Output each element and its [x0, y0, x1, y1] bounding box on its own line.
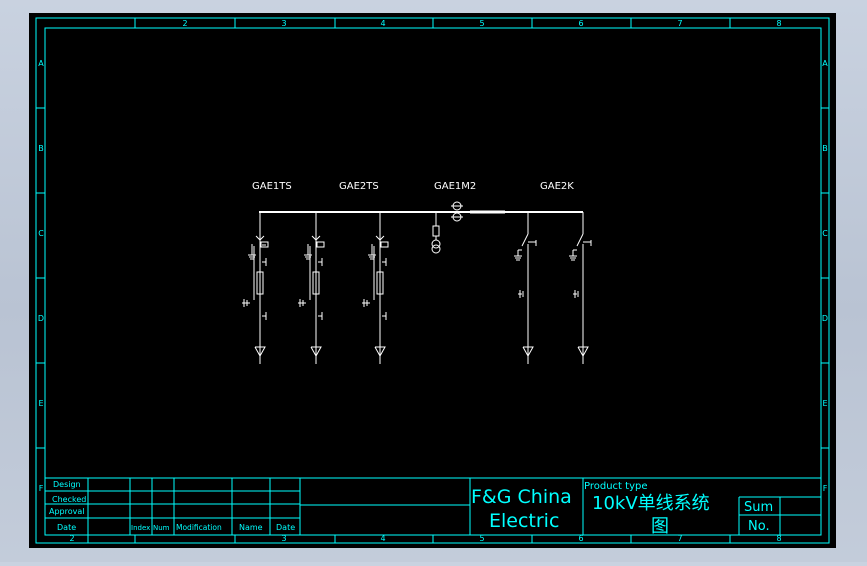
single-line-diagram	[242, 201, 592, 364]
feeder-label-3: GAE1M2	[434, 181, 476, 192]
footer-name-label: Name	[239, 523, 263, 532]
company-line-2: Electric	[489, 510, 559, 532]
bottom-zone-number: 4	[380, 534, 385, 543]
left-zone-letter: C	[38, 229, 44, 238]
product-type-label: Product type	[584, 481, 648, 492]
left-zone-letter: D	[38, 314, 44, 323]
right-zone-letter: A	[822, 59, 828, 68]
metering-section	[431, 201, 505, 254]
bottom-zone-number: 5	[479, 534, 484, 543]
left-zone-letter: A	[38, 59, 44, 68]
right-zone-letter: D	[822, 314, 828, 323]
top-zone-number: 6	[578, 19, 583, 28]
checked-label: Checked	[52, 495, 86, 504]
frame-ticks	[36, 18, 829, 543]
left-zone-letter: F	[39, 484, 44, 493]
feeder-label-4: GAE2K	[540, 181, 574, 192]
right-zone-letter: C	[822, 229, 828, 238]
feeder-label-1: GAE1TS	[252, 181, 292, 192]
company-line-1: F&G China	[471, 486, 572, 508]
feeder-labels: GAE1TS GAE2TS GAE1M2 GAE2K	[252, 181, 574, 192]
top-zone-number: 4	[380, 19, 385, 28]
title-block	[44, 477, 822, 536]
right-zone-letter: E	[822, 399, 827, 408]
bottom-zone-number: 2	[69, 534, 74, 543]
top-zone-number: 8	[776, 19, 781, 28]
approval-label: Approval	[49, 507, 85, 516]
left-zone-letter: B	[38, 144, 44, 153]
title-block-text: Design Checked Approval Date Index Num M…	[49, 480, 773, 537]
footer-num-label: Num	[153, 524, 170, 532]
bottom-zone-number: 8	[776, 534, 781, 543]
bottom-zone-number: 7	[677, 534, 682, 543]
bottom-zone-number: 3	[281, 534, 286, 543]
left-zone-letter: E	[38, 399, 43, 408]
top-zone-number: 7	[677, 19, 682, 28]
top-zone-number: 2	[182, 19, 187, 28]
sum-label: Sum	[744, 500, 773, 515]
right-zone-letter: B	[822, 144, 828, 153]
footer-modification-label: Modification	[176, 523, 222, 532]
feeder-2	[298, 212, 325, 364]
bottom-zone-number: 6	[578, 534, 583, 543]
footer-index-label: Index	[131, 524, 150, 532]
feeder-5	[569, 212, 592, 364]
feeder-3	[362, 212, 389, 364]
top-zone-number: 5	[479, 19, 484, 28]
top-zone-number: 3	[281, 19, 286, 28]
drawing-background	[29, 13, 836, 548]
product-title-line-2: 图	[651, 516, 669, 537]
design-label: Design	[53, 480, 81, 489]
right-zone-letter: F	[823, 484, 828, 493]
product-title-line-1: 10kV单线系统	[592, 493, 710, 514]
footer-date2-label: Date	[276, 523, 295, 532]
feeder-1	[242, 212, 269, 364]
footer-date-label: Date	[57, 523, 76, 532]
feeder-label-2: GAE2TS	[339, 181, 379, 192]
no-label: No.	[748, 519, 770, 534]
feeder-4	[514, 212, 537, 364]
